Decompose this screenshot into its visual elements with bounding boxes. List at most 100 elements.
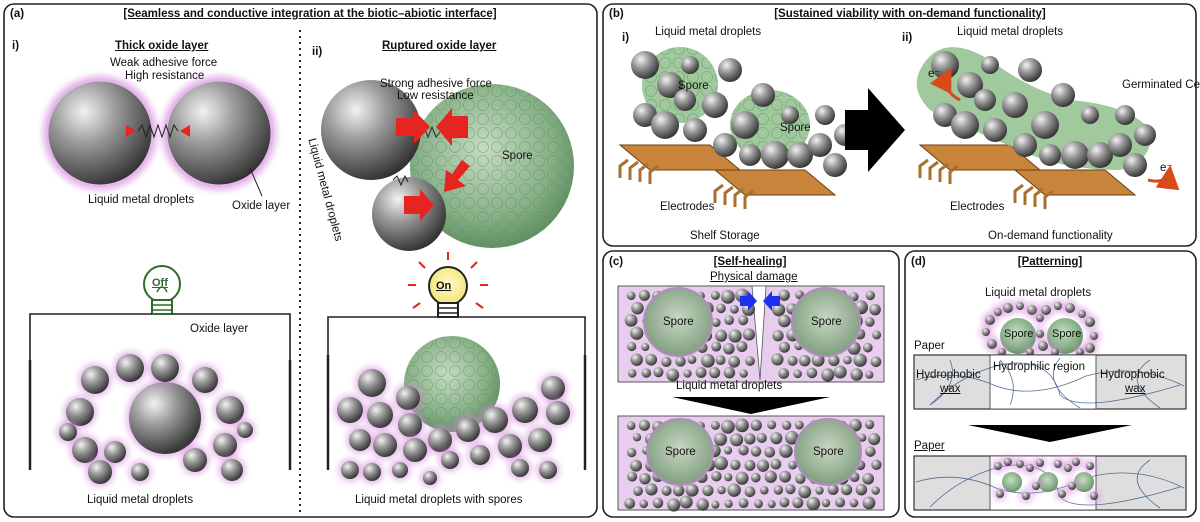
metal-droplet [373,433,397,457]
metal-droplet [823,153,847,177]
metal-droplet [151,354,179,382]
metal-droplet [794,420,804,430]
metal-droplet [806,367,818,379]
a-ii-spore-bottom [404,336,500,432]
d-spore1: Spore [1004,328,1034,340]
spore-shape [1074,472,1094,492]
metal-droplet [711,341,722,352]
metal-droplet [116,354,144,382]
metal-droplet [1078,310,1086,318]
metal-droplet [1108,133,1132,157]
metal-droplet [714,456,728,471]
b-i-droplets: Liquid metal droplets [655,26,762,38]
metal-droplet [724,499,733,509]
metal-droplet [828,355,840,367]
a-i-label: i) [12,40,20,52]
b-ii-label: ii) [902,32,913,44]
metal-droplet [728,329,742,343]
a-i-droplets-label: Liquid metal droplets [88,194,195,206]
metal-droplet [738,315,749,326]
electrode-pad [1013,169,1137,196]
panel-b-letter: (b) [609,8,624,20]
metal-droplet [871,486,880,495]
metal-droplet [718,58,742,82]
metal-droplet [66,398,94,426]
d-paper-top [913,354,1187,410]
metal-droplet [756,459,770,472]
metal-droplet [1039,144,1061,166]
metal-droplet [843,355,852,365]
metal-droplet [1065,303,1075,313]
metal-droplet [835,497,846,508]
metal-droplet [808,133,832,157]
a-ii-bulb-label: On [436,280,452,292]
metal-droplet [1002,92,1028,118]
metal-droplet [358,369,386,397]
d-paper1: Paper [914,340,945,352]
b-ii-electron2: e⁻ [1160,162,1173,174]
metal-droplet [711,471,722,482]
metal-droplet [778,314,791,328]
metal-droplet [735,418,749,433]
metal-droplet [781,420,792,431]
metal-droplet [983,118,1007,142]
metal-droplet [651,111,679,139]
spore-shape [1000,318,1036,354]
metal-droplet [641,368,652,378]
a-i-droplet-cluster [56,351,256,487]
metal-droplet [806,496,821,511]
a-ii-droplet-cluster [334,366,573,488]
metal-droplet [778,368,790,379]
metal-droplet [1013,133,1037,157]
metal-droplet [773,485,784,495]
spore-shape [1038,472,1058,492]
metal-droplet [871,459,882,470]
metal-droplet [675,356,686,367]
metal-droplet [751,83,775,107]
metal-droplet [772,330,784,342]
d-hydrophobic-l1: Hydrophobic [916,369,981,381]
metal-droplet [72,437,98,463]
a-ii-spore-label: Spore [502,150,533,162]
metal-droplet [710,290,720,300]
metal-droplet [1123,153,1147,177]
metal-droplet [785,430,799,445]
d-down-arrow [968,425,1132,442]
metal-droplet [792,497,804,509]
metal-droplet [872,330,882,340]
metal-droplet [624,498,636,509]
metal-droplet [695,367,707,378]
bulb-on-icon [408,252,488,318]
metal-droplet [730,304,739,314]
metal-droplet [770,458,782,470]
metal-droplet [821,498,831,508]
d-droplets-spores [979,299,1101,359]
metal-droplet [795,473,806,484]
metal-droplet [730,433,744,447]
metal-droplet [88,460,112,484]
c-spore-br: Spore [813,446,844,458]
c-bottom-healed [617,415,885,512]
metal-droplet [869,303,881,316]
metal-droplet [710,420,720,430]
metal-droplet [630,353,643,366]
metal-droplet [727,483,741,497]
metal-droplet [1064,464,1072,472]
metal-droplet [717,485,726,495]
metal-droplet [724,446,733,455]
metal-droplet [1087,142,1113,168]
metal-droplet [709,367,721,379]
metal-droplet [853,353,867,367]
metal-droplet [653,367,664,378]
c-top-damaged [617,285,885,383]
spore-shape [1002,472,1022,492]
a-i-droplets [42,75,277,197]
metal-droplet [633,486,643,496]
metal-droplet [985,315,995,325]
metal-droplet [700,353,715,368]
metal-droplet [987,339,997,349]
metal-droplet [982,328,990,336]
a-ii-circuit [326,316,587,470]
metal-droplet [739,144,761,166]
metal-droplet [456,418,480,442]
